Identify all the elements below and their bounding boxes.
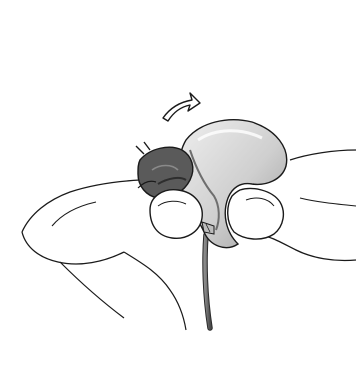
cable bbox=[205, 235, 210, 328]
rotation-arrow-icon bbox=[163, 93, 200, 121]
